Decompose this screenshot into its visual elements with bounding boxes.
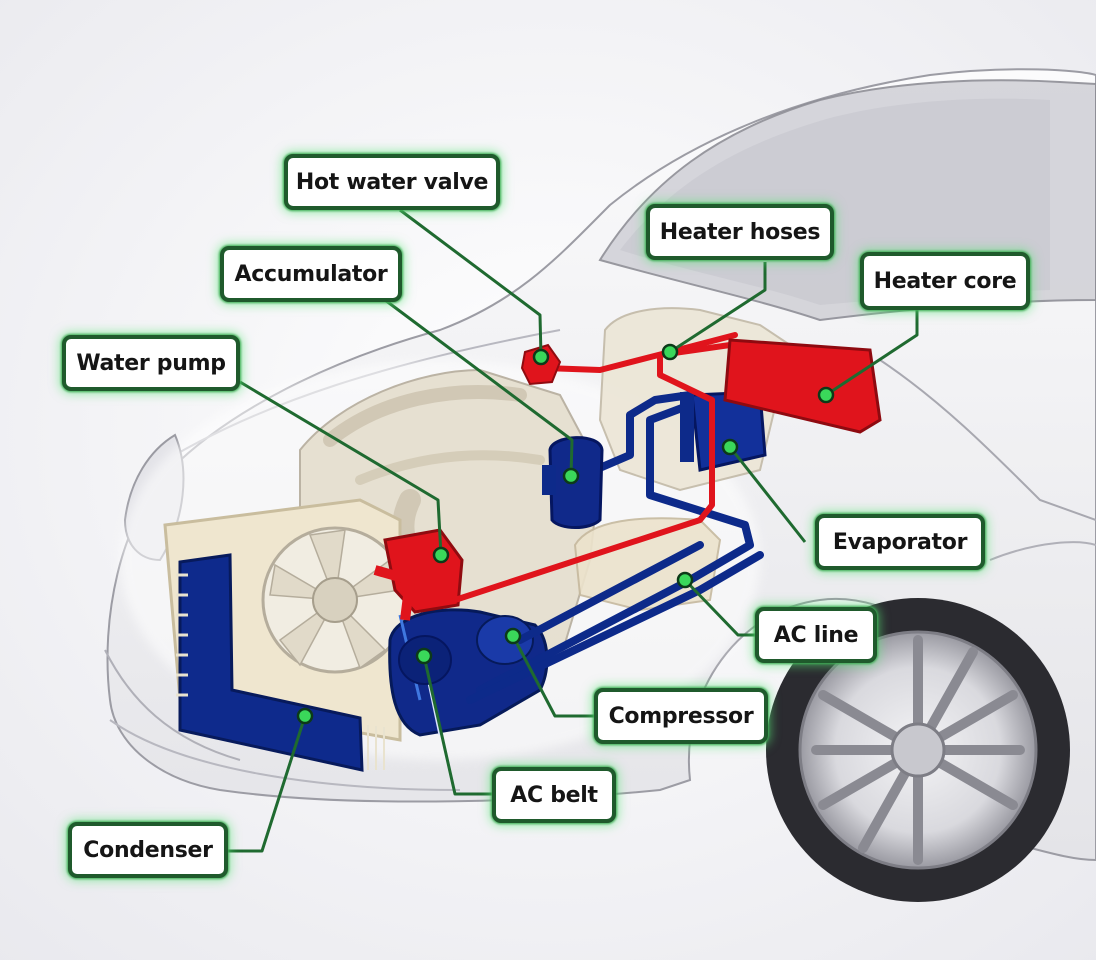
label-water-pump: Water pump	[62, 335, 240, 391]
label-compressor: Compressor	[594, 688, 768, 744]
label-heater-core: Heater core	[860, 252, 1030, 310]
label-ac-belt: AC belt	[492, 767, 616, 823]
label-ac-line: AC line	[755, 607, 877, 663]
label-hot-water-valve: Hot water valve	[284, 154, 500, 210]
radiator-fan	[261, 526, 409, 674]
heater-core-unit	[723, 338, 882, 434]
label-heater-hoses: Heater hoses	[646, 204, 834, 260]
coolant-lines	[452, 332, 738, 603]
marker-dots	[296, 343, 835, 725]
accumulator-unit	[548, 436, 604, 529]
condenser-unit	[176, 553, 385, 772]
label-condenser: Condenser	[68, 822, 228, 878]
leader-lines	[228, 208, 919, 853]
front-wheel	[766, 598, 1070, 902]
label-accumulator: Accumulator	[220, 246, 402, 302]
label-evaporator: Evaporator	[815, 514, 985, 570]
